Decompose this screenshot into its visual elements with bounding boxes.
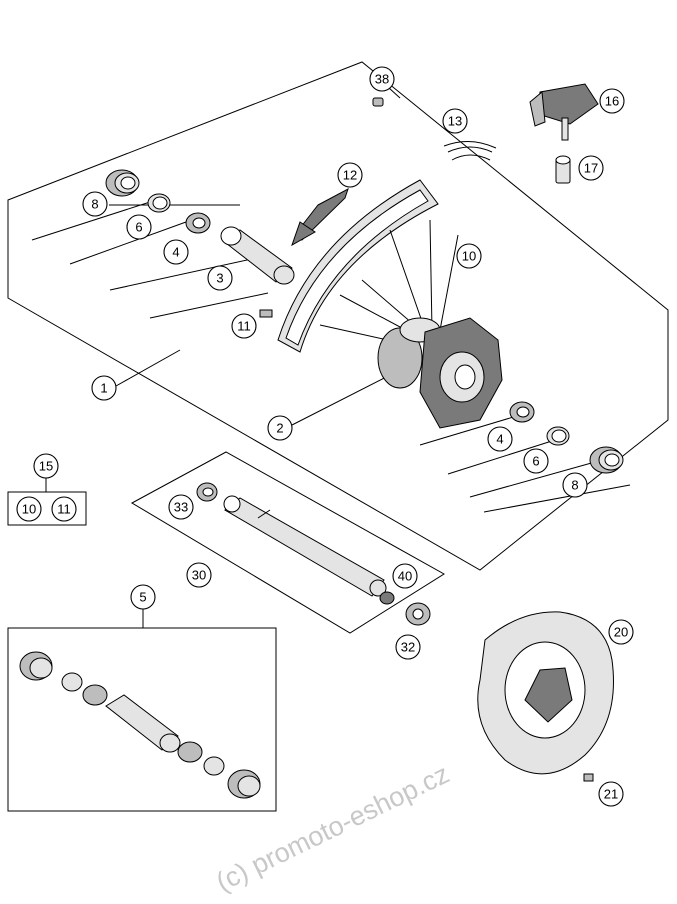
callout-38-label: 38 — [375, 72, 389, 87]
callout-40: 40 — [392, 563, 418, 589]
tube-13 — [443, 141, 497, 161]
callout-32-label: 32 — [401, 640, 415, 655]
callout-8-right: 8 — [562, 472, 588, 498]
callout-16: 16 — [599, 88, 625, 114]
brake-disc-20 — [477, 611, 614, 775]
spacer-sleeve-3 — [220, 226, 295, 285]
callout-4-right: 4 — [487, 426, 513, 452]
callout-33: 33 — [168, 494, 194, 520]
callout-11: 11 — [231, 313, 257, 339]
callout-6-left-label: 6 — [135, 220, 142, 235]
callout-32: 32 — [395, 634, 421, 660]
callout-40-label: 40 — [398, 569, 412, 584]
callout-10: 10 — [456, 243, 482, 269]
bolt-21 — [583, 773, 594, 782]
callout-16-label: 16 — [605, 94, 619, 109]
bushing-33 — [196, 482, 218, 502]
callout-2: 2 — [267, 415, 293, 441]
callout-4-left-label: 4 — [172, 245, 179, 260]
nut-32 — [405, 602, 431, 626]
callout-13-label: 13 — [448, 114, 462, 129]
callout-20-label: 20 — [614, 625, 628, 640]
hub-2 — [377, 317, 503, 429]
right-bearing-4 — [509, 401, 535, 423]
axle-frame — [130, 451, 445, 634]
callout-17: 17 — [578, 155, 604, 181]
callout-21: 21 — [598, 781, 624, 807]
callout-21-label: 21 — [604, 787, 618, 802]
callout-15-11: 11 — [51, 496, 77, 522]
wheel-assembly-frame — [7, 61, 669, 571]
callout-15-11-label: 11 — [57, 502, 71, 517]
callout-3: 3 — [207, 265, 233, 291]
callout-13: 13 — [442, 108, 468, 134]
callout-3-label: 3 — [216, 271, 223, 286]
callout-2-label: 2 — [276, 421, 283, 436]
callout-8-right-label: 8 — [571, 478, 578, 493]
callout-38: 38 — [369, 66, 395, 92]
callout-8-left: 8 — [82, 191, 108, 217]
callout-30-label: 30 — [192, 568, 206, 583]
callout-15-10: 10 — [16, 496, 42, 522]
callout-5: 5 — [130, 584, 156, 610]
leader-lines — [31, 77, 631, 513]
nut-17 — [555, 155, 571, 184]
callout-6-left: 6 — [126, 214, 152, 240]
callout-6-right: 6 — [523, 448, 549, 474]
callout-10-label: 10 — [462, 249, 476, 264]
right-seal-8 — [589, 446, 624, 474]
callout-30: 30 — [186, 562, 212, 588]
callout-11-label: 11 — [237, 319, 251, 334]
callout-5-label: 5 — [139, 590, 146, 605]
callout-15: 15 — [33, 453, 59, 479]
callout-12-label: 12 — [343, 168, 357, 183]
cap-38 — [372, 97, 384, 107]
valve-screw-11 — [259, 309, 273, 318]
callout-1: 1 — [91, 375, 117, 401]
kit-15-frame — [7, 478, 87, 526]
callout-4-left: 4 — [163, 239, 189, 265]
callout-15-label: 15 — [39, 459, 53, 474]
callout-33-label: 33 — [174, 500, 188, 515]
callout-20: 20 — [608, 619, 634, 645]
left-ring-6 — [147, 193, 171, 213]
nut-40 — [379, 591, 395, 605]
axle-30 — [223, 495, 387, 597]
callout-17-label: 17 — [584, 161, 598, 176]
callout-4-right-label: 4 — [496, 432, 503, 447]
bearing-kit-5-frame — [7, 609, 277, 812]
callout-6-right-label: 6 — [532, 454, 539, 469]
rim-lock-16 — [529, 83, 599, 141]
right-ring-6 — [546, 426, 570, 446]
left-seal-8 — [105, 169, 140, 197]
left-bearing-4 — [185, 212, 211, 234]
callout-1-label: 1 — [100, 381, 107, 396]
callout-8-left-label: 8 — [91, 197, 98, 212]
rim-12 — [277, 179, 439, 353]
callout-12: 12 — [337, 162, 363, 188]
callout-15-10-label: 10 — [22, 502, 36, 517]
